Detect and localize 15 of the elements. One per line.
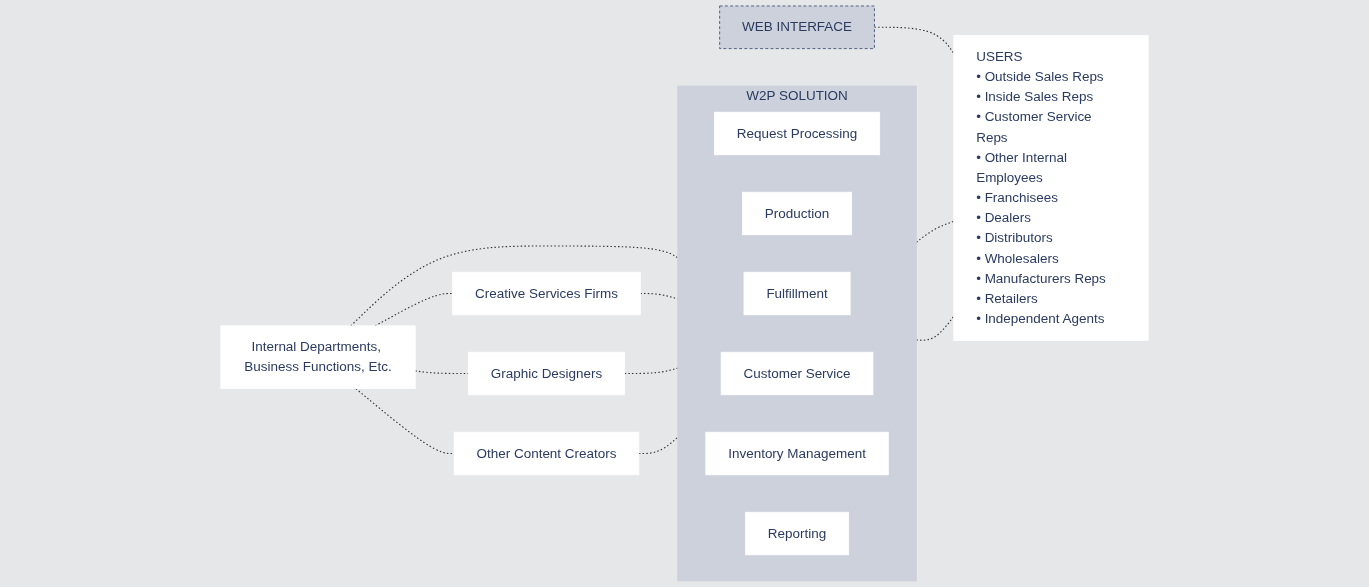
- node-box: Inventory Management: [705, 431, 889, 476]
- node-box: USERS • Outside Sales Reps • Inside Sales Reps • Customer Service Reps • Other Internal Employees • Franchisees • Dealers • Distributors • Wholesalers • Manufacturers Reps • Retailers • Independent Agents: [953, 34, 1149, 341]
- node-box: Fulfillment: [743, 271, 851, 316]
- connector: [350, 245, 679, 327]
- node-box: Reporting: [745, 511, 850, 556]
- node-box: Production: [742, 191, 853, 236]
- connector: [638, 436, 679, 455]
- node-box: WEB INTERFACE: [719, 5, 875, 49]
- connector: [355, 388, 455, 455]
- node-box: Other Content Creators: [453, 431, 640, 476]
- node-box: Customer Service: [720, 351, 874, 396]
- node-box: Request Processing: [714, 111, 881, 156]
- node-box: Internal Departments, Business Functions, Etc.: [220, 325, 416, 390]
- node-box: Creative Services Firms: [452, 271, 641, 316]
- node-box: Graphic Designers: [467, 351, 626, 396]
